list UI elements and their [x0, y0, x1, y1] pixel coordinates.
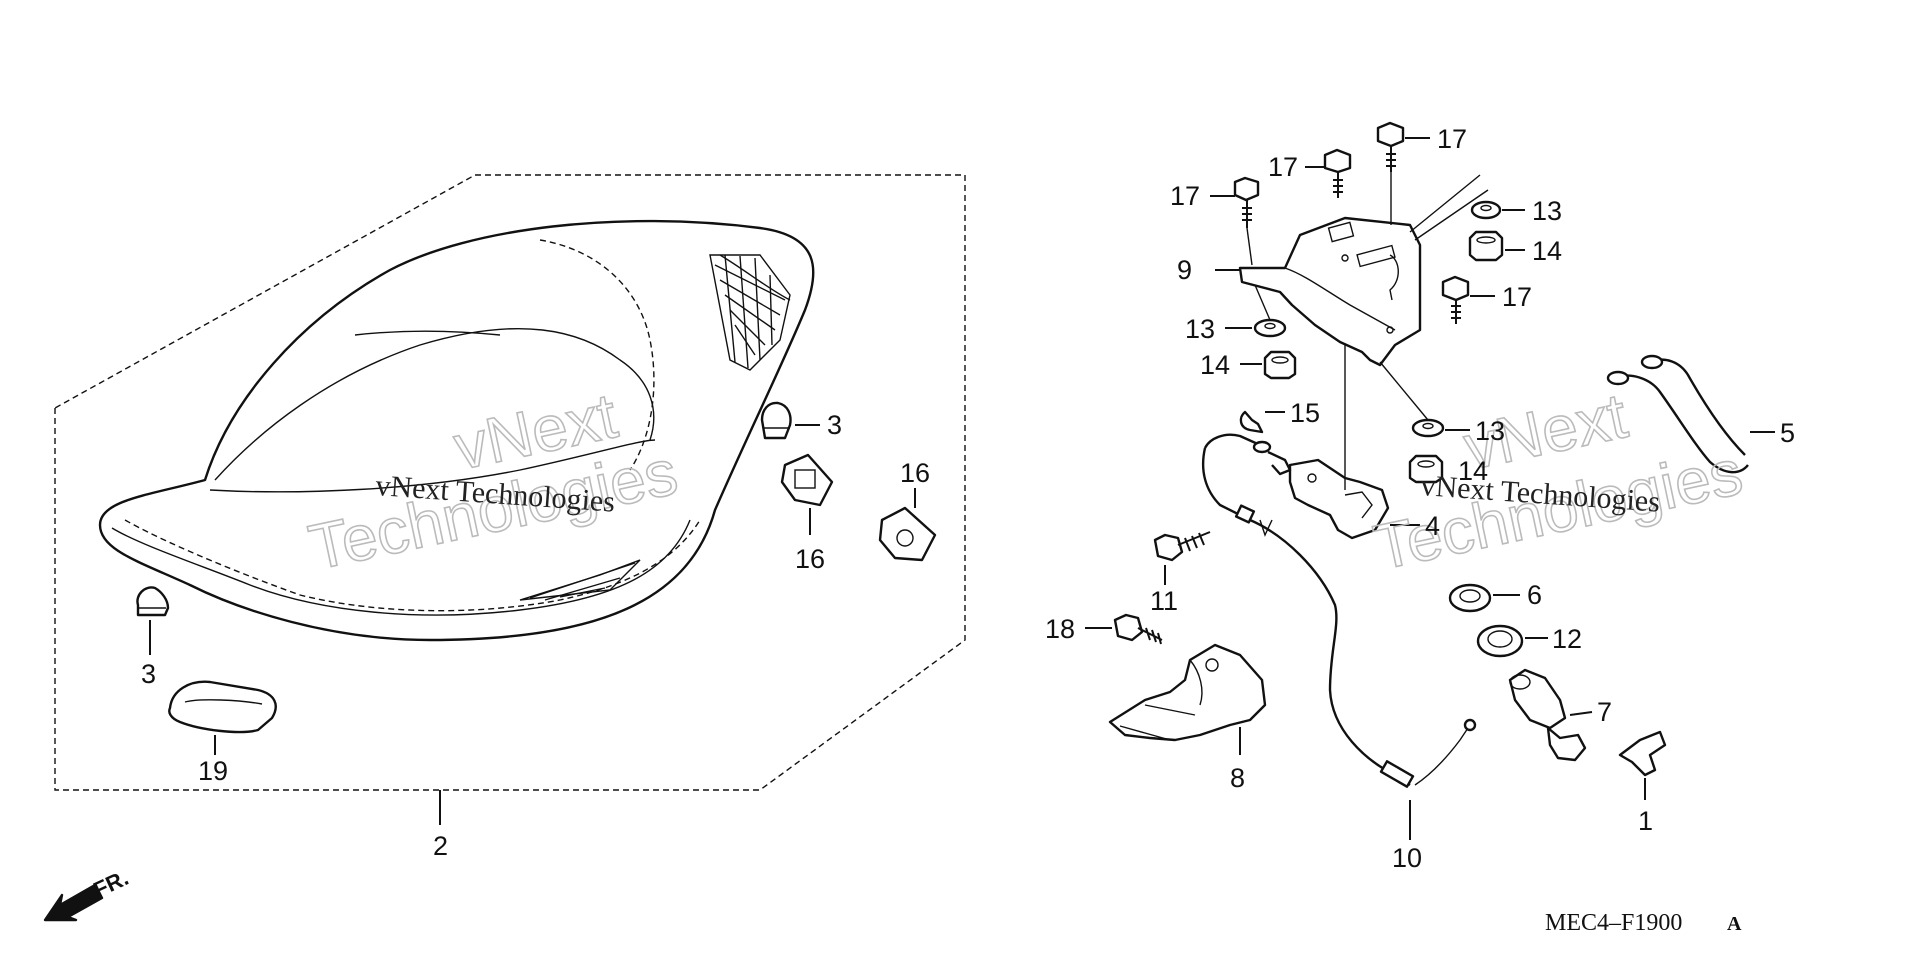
nut-14-b	[1240, 350, 1297, 380]
front-direction-indicator: FR.	[43, 865, 132, 922]
nut-14-a	[1468, 230, 1525, 262]
seat-nut-left	[780, 453, 834, 535]
callout-seat: 2	[433, 831, 448, 861]
callout-nut-b: 14	[1200, 350, 1230, 380]
callout-rubber-right: 3	[827, 410, 842, 440]
diagram-code-suffix: A	[1727, 913, 1742, 935]
callout-lock-stay: 8	[1230, 763, 1245, 793]
callout-grommet-12: 12	[1552, 624, 1582, 654]
seat-mesh-patch-lower	[519, 559, 641, 601]
callout-lock-clip: 1	[1638, 806, 1653, 836]
diagram-code: MEC4–F1900 A	[1545, 910, 1742, 936]
seat-lock-cable	[1201, 433, 1477, 840]
callout-cable: 10	[1392, 843, 1422, 873]
seat-lock-stay	[1108, 643, 1267, 755]
callout-bolt-b: 17	[1268, 152, 1298, 182]
washer-13-a	[1470, 200, 1525, 220]
washer-13-c	[1379, 361, 1470, 438]
callout-grommet-6: 6	[1527, 580, 1542, 610]
seat-rubber-left	[136, 586, 170, 655]
callout-nut-c: 14	[1458, 456, 1488, 486]
bolt-17-a	[1210, 176, 1260, 266]
callout-nut-a: 14	[1532, 236, 1562, 266]
callout-washer-c: 13	[1475, 416, 1505, 446]
clip-15	[1239, 410, 1285, 434]
helmet-holder	[1288, 345, 1420, 540]
callout-bolt-18: 18	[1045, 614, 1075, 644]
callout-pad: 19	[198, 756, 228, 786]
watermark-right: vNext Technologies vNext Technologies	[1367, 378, 1749, 584]
callout-labels: 2 3 19 3 16 16 17 17 17 17 13 14 9 13 14…	[141, 124, 1795, 873]
callout-bolt-a: 17	[1170, 181, 1200, 211]
callout-nut-right: 16	[900, 458, 930, 488]
leader-bracket-upper	[1409, 174, 1489, 241]
seat-group-outline	[54, 174, 966, 791]
seat-nut-right	[878, 488, 937, 562]
seat-rubber-right	[760, 401, 820, 440]
callout-washer-b: 13	[1185, 314, 1215, 344]
callout-bolt-c: 17	[1437, 124, 1467, 154]
bolt-17-c	[1376, 121, 1430, 225]
bolt-11	[1153, 531, 1211, 585]
lock-bracket	[1215, 216, 1422, 367]
washer-13-b	[1225, 284, 1287, 338]
seat-illustration	[98, 219, 815, 825]
callout-rubber-left: 3	[141, 659, 156, 689]
nut-14-c	[1408, 454, 1444, 484]
callout-washer-a: 13	[1532, 196, 1562, 226]
grommet-6	[1448, 583, 1520, 613]
callout-bracket: 9	[1177, 255, 1192, 285]
wire-cable-loop	[1606, 354, 1775, 474]
diagram-code-label: MEC4–F1900	[1545, 910, 1682, 936]
bolt-17-b	[1305, 148, 1352, 198]
grommet-12	[1476, 624, 1548, 658]
lock-cylinder	[1508, 668, 1593, 762]
callout-bolt-11: 11	[1150, 586, 1178, 616]
lock-clip	[1618, 730, 1667, 800]
callout-nut-left: 16	[795, 544, 825, 574]
callout-clip: 15	[1290, 398, 1320, 428]
bolt-17-d	[1441, 275, 1495, 324]
seat-pad	[168, 680, 277, 755]
callout-bolt-d: 17	[1502, 282, 1532, 312]
callout-lock-cyl: 7	[1597, 697, 1612, 727]
bolt-18	[1085, 613, 1163, 645]
callout-helmet-holder: 4	[1425, 511, 1440, 541]
callout-wire: 5	[1780, 418, 1795, 448]
seat-mesh-patch	[709, 254, 791, 371]
